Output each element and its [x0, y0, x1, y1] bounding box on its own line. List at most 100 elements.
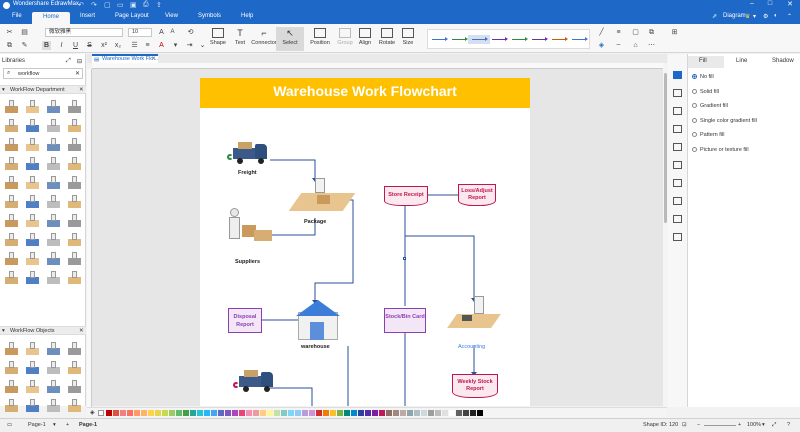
section-close-icon[interactable]: ✕: [79, 87, 84, 93]
tool-rotate[interactable]: Rotate: [373, 27, 401, 51]
library-shape[interactable]: [44, 212, 63, 229]
library-shape[interactable]: [44, 231, 63, 248]
chart-icon[interactable]: [673, 143, 682, 151]
fill-bucket-icon[interactable]: ◈: [598, 42, 605, 49]
color-swatch[interactable]: [232, 410, 238, 416]
color-swatch[interactable]: [162, 410, 168, 416]
suppliers-icon[interactable]: [224, 208, 274, 244]
library-shape[interactable]: [23, 378, 42, 395]
color-swatch[interactable]: [274, 410, 280, 416]
color-swatch[interactable]: [218, 410, 224, 416]
page-tab[interactable]: Page-1: [79, 422, 98, 428]
menu-page-layout[interactable]: Page Layout: [115, 13, 149, 19]
line-color-icon[interactable]: ╱: [599, 29, 604, 36]
zoom-in-icon[interactable]: +: [738, 422, 742, 428]
fit-icon[interactable]: [673, 215, 682, 223]
library-shape[interactable]: [23, 359, 42, 376]
fit-page-icon[interactable]: ⊡: [682, 422, 687, 428]
color-swatch[interactable]: [148, 410, 154, 416]
color-swatch[interactable]: [253, 410, 259, 416]
fill-option-picture[interactable]: Picture or texture fill: [692, 147, 749, 153]
font-shrink-icon[interactable]: A: [170, 29, 175, 35]
color-swatch[interactable]: [302, 410, 308, 416]
export-icon[interactable]: ⇪: [156, 2, 162, 9]
library-shape[interactable]: [44, 250, 63, 267]
library-shape[interactable]: [44, 269, 63, 286]
color-swatch[interactable]: [421, 410, 427, 416]
underline-button[interactable]: U: [72, 42, 79, 49]
library-shape[interactable]: [23, 212, 42, 229]
font-color-icon[interactable]: A: [159, 42, 164, 49]
color-swatch[interactable]: [442, 410, 448, 416]
chevron-down-icon[interactable]: ▾: [762, 422, 765, 428]
color-swatch[interactable]: [316, 410, 322, 416]
library-shape[interactable]: [65, 231, 84, 248]
line-style-3[interactable]: [468, 35, 490, 44]
fill-option-solid[interactable]: Solid fill: [692, 89, 719, 95]
color-swatch[interactable]: [183, 410, 189, 416]
drawing-canvas[interactable]: Warehouse Work Flowchart: [92, 69, 663, 406]
italic-button[interactable]: I: [60, 42, 63, 49]
library-shape[interactable]: [2, 174, 21, 191]
color-swatch[interactable]: [239, 410, 245, 416]
lock-icon[interactable]: ⌂: [633, 42, 638, 49]
library-shape[interactable]: [23, 397, 42, 414]
restore-icon[interactable]: □: [767, 0, 773, 7]
color-swatch[interactable]: [435, 410, 441, 416]
close-tab-icon[interactable]: ✕: [151, 56, 156, 62]
minimize-icon[interactable]: –: [750, 0, 754, 7]
library-shape[interactable]: [2, 212, 21, 229]
library-shape[interactable]: [2, 98, 21, 115]
color-swatch[interactable]: [267, 410, 273, 416]
line-style-5[interactable]: [512, 37, 528, 41]
color-swatch[interactable]: [106, 410, 112, 416]
color-swatch[interactable]: [414, 410, 420, 416]
color-swatch[interactable]: [365, 410, 371, 416]
library-shape[interactable]: [2, 359, 21, 376]
library-shape[interactable]: [23, 269, 42, 286]
color-swatch[interactable]: [176, 410, 182, 416]
library-shape[interactable]: [44, 117, 63, 134]
shadow-icon[interactable]: [673, 107, 682, 115]
superscript-button[interactable]: x²: [101, 42, 107, 49]
font-name-select[interactable]: 微软雅黑: [45, 28, 123, 37]
color-swatch[interactable]: [330, 410, 336, 416]
close-icon[interactable]: ✕: [787, 1, 793, 8]
fill-option-gradient[interactable]: Gradient fill: [692, 103, 728, 109]
color-swatch[interactable]: [155, 410, 161, 416]
print-icon[interactable]: ⎙: [143, 1, 149, 8]
color-swatch[interactable]: [400, 410, 406, 416]
bullets-icon[interactable]: ☰: [131, 42, 138, 49]
image-icon[interactable]: [673, 89, 682, 97]
add-page-icon[interactable]: +: [66, 422, 70, 428]
vertical-scrollbar[interactable]: [663, 63, 668, 407]
color-swatch[interactable]: [281, 410, 287, 416]
library-shape[interactable]: [65, 174, 84, 191]
color-swatch[interactable]: [323, 410, 329, 416]
color-swatch[interactable]: [127, 410, 133, 416]
library-shape[interactable]: [2, 231, 21, 248]
color-swatch[interactable]: [428, 410, 434, 416]
library-shape[interactable]: [2, 269, 21, 286]
color-swatch[interactable]: [351, 410, 357, 416]
library-shape[interactable]: [2, 397, 21, 414]
color-swatch[interactable]: [288, 410, 294, 416]
clear-search-icon[interactable]: ✕: [74, 71, 80, 77]
line-weight-icon[interactable]: ≡: [616, 29, 621, 36]
color-swatch[interactable]: [358, 410, 364, 416]
line-dash-icon[interactable]: ┄: [616, 42, 621, 49]
library-shape[interactable]: [23, 117, 42, 134]
freight-truck-icon[interactable]: [227, 140, 272, 165]
tab-shadow[interactable]: Shadow: [772, 58, 794, 64]
section-close-icon[interactable]: ✕: [79, 328, 84, 334]
more-icon[interactable]: ⋯: [648, 42, 655, 49]
theme-icon[interactable]: ◐: [774, 13, 778, 19]
chevron-down-icon[interactable]: ▾: [53, 422, 56, 428]
library-shape[interactable]: [23, 136, 42, 153]
library-shape[interactable]: [44, 98, 63, 115]
scrollbar-thumb[interactable]: [664, 73, 667, 223]
library-shape[interactable]: [44, 340, 63, 357]
color-swatch[interactable]: [456, 410, 462, 416]
fill-icon[interactable]: [673, 71, 682, 79]
